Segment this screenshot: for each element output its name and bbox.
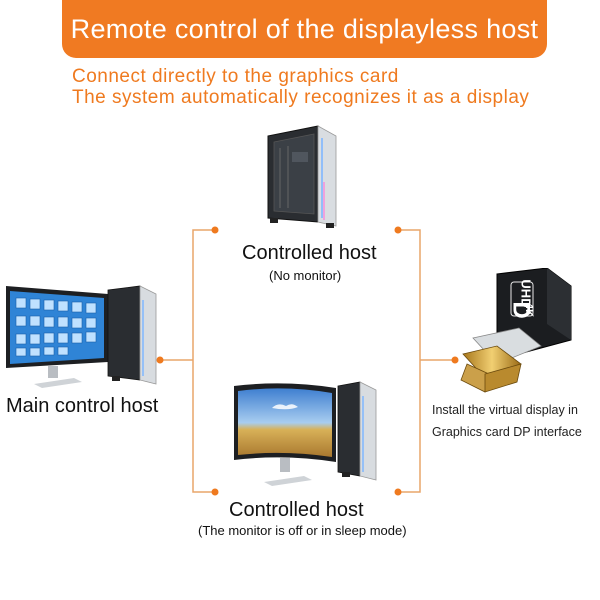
- adapter-label-line-1: Install the virtual display in: [432, 403, 578, 417]
- controlled-host-top-title: Controlled host: [242, 242, 377, 264]
- controlled-host-bottom-title: Controlled host: [229, 499, 364, 521]
- controlled-host-bottom-note: (The monitor is off or in sleep mode): [198, 523, 407, 538]
- adapter-label-line-2: Graphics card DP interface: [432, 425, 582, 439]
- dot-bottom-right: [394, 488, 402, 496]
- subtitle-line-2: The system automatically recognizes it a…: [72, 87, 530, 108]
- dp-adapter-icon: [460, 268, 572, 393]
- dot-main-host: [156, 356, 164, 364]
- dot-adapter: [451, 356, 459, 364]
- page-title: Remote control of the displayless host: [70, 13, 539, 44]
- subtitle-line-1: Connect directly to the graphics card: [72, 66, 399, 87]
- controlled-host-with-monitor-icon: [234, 381, 377, 486]
- dot-top-left: [211, 226, 219, 234]
- pc-tower-icon: [267, 125, 337, 228]
- header-banner: Remote control of the displayless host: [62, 0, 547, 58]
- dp-logo-icon: D: [507, 301, 535, 319]
- dot-bottom-left: [211, 488, 219, 496]
- main-host-computer-icon: [6, 285, 157, 388]
- main-control-host-title: Main control host: [6, 395, 159, 417]
- dot-top-right: [394, 226, 402, 234]
- right-bracket-line: [398, 229, 421, 493]
- left-bracket-line: [192, 229, 215, 493]
- controlled-host-top-note: (No monitor): [269, 268, 342, 283]
